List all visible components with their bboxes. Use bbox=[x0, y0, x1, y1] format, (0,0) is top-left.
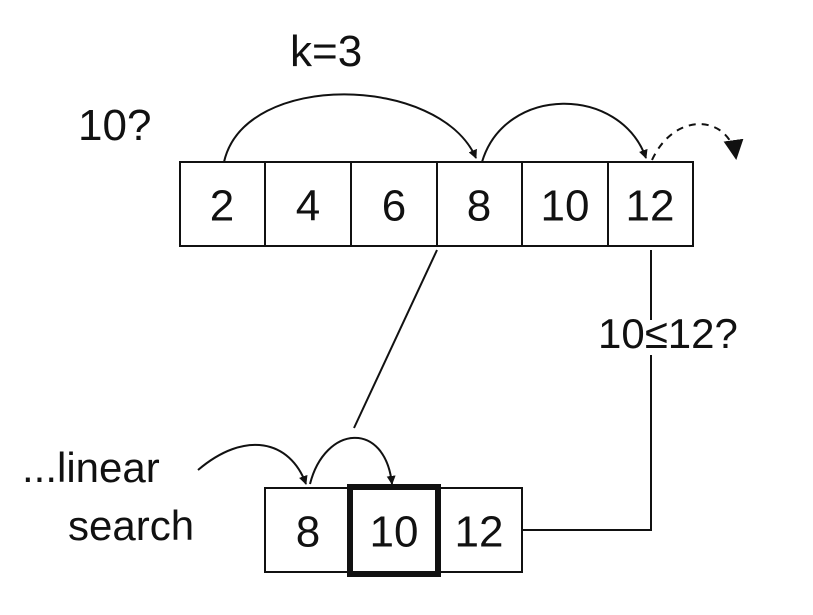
next-jump-arrow-dashed bbox=[651, 123, 744, 161]
top-array-value: 12 bbox=[626, 182, 675, 231]
linear-step-arrow bbox=[309, 436, 396, 485]
bottom-array-value: 12 bbox=[455, 508, 504, 557]
linear-search-pointer-arrow bbox=[197, 443, 308, 485]
top-array-value: 2 bbox=[210, 182, 234, 231]
bottom-array-value: 10 bbox=[370, 508, 419, 557]
top-array-value: 6 bbox=[382, 182, 406, 231]
found-element-highlight bbox=[347, 484, 441, 577]
top-array-value: 10 bbox=[541, 182, 590, 231]
bottom-array-value: 8 bbox=[296, 508, 320, 557]
jump-arrow bbox=[481, 102, 648, 163]
query-label: 10? bbox=[78, 101, 151, 150]
step-size-label: k=3 bbox=[290, 27, 362, 76]
top-array: 2 4 6 8 10 12 bbox=[179, 161, 694, 247]
jump-arrow bbox=[223, 93, 477, 163]
top-array-cell bbox=[607, 161, 694, 247]
comparison-label: 10≤12? bbox=[598, 310, 738, 357]
top-array-value: 4 bbox=[296, 182, 320, 231]
block-start-connector bbox=[353, 249, 438, 429]
block-end-connector bbox=[522, 355, 652, 531]
top-array-value: 8 bbox=[467, 182, 491, 231]
linear-search-label-line1: ...linear bbox=[22, 444, 160, 491]
bottom-array: 8 10 12 bbox=[264, 484, 523, 577]
linear-search-label-line2: search bbox=[68, 502, 194, 549]
